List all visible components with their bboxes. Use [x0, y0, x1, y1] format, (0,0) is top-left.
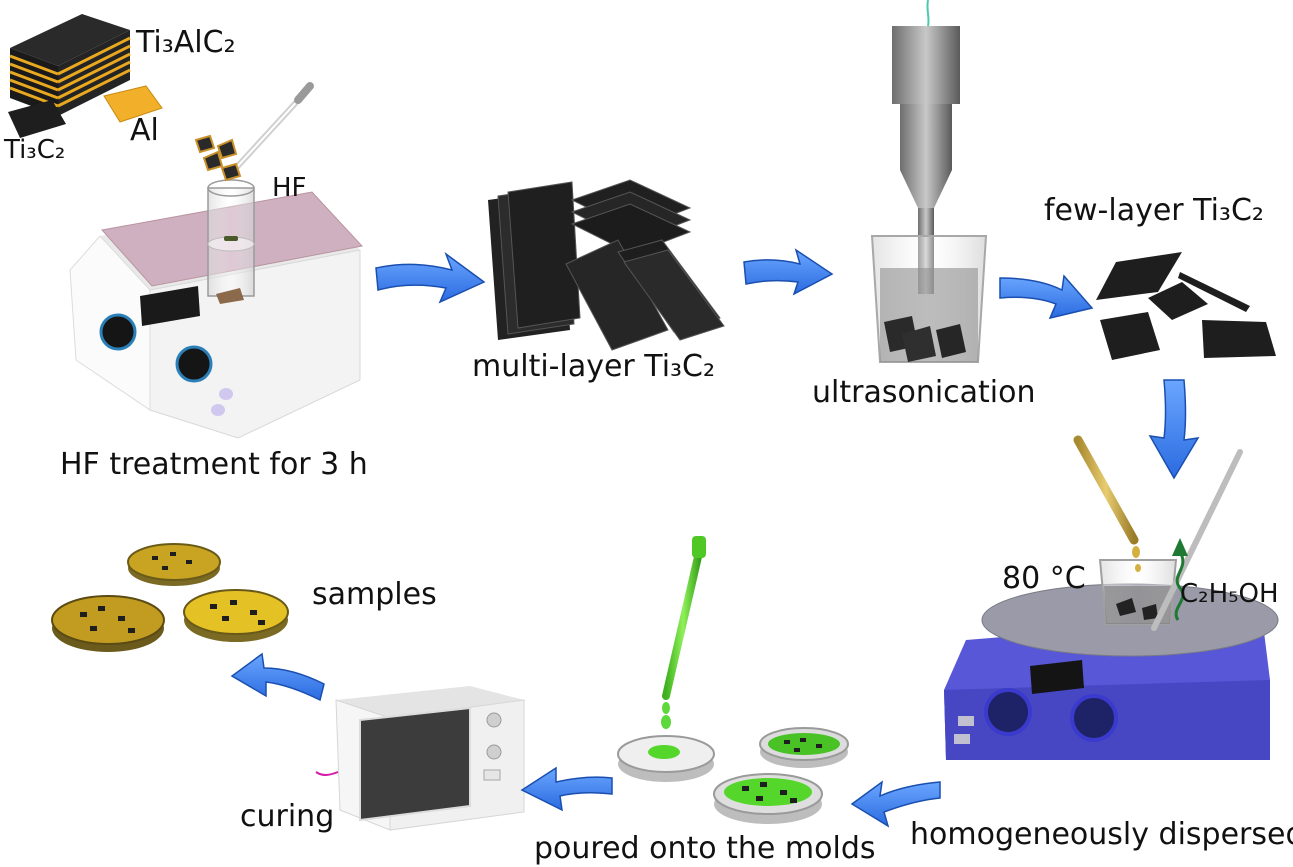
arrow-fewlayer-to-stirrer	[1148, 379, 1200, 480]
multi-layer-stacks	[488, 179, 725, 351]
arrow-hf-to-multilayer	[375, 251, 486, 304]
ti3c2-sheet-icon	[8, 100, 66, 138]
sample-disk-2	[51, 595, 165, 652]
sample-disk-1	[127, 543, 221, 586]
few-layer-sheets	[1096, 252, 1276, 360]
mold-1	[617, 735, 715, 782]
label-poured: poured onto the molds	[534, 831, 876, 866]
label-hf-treatment: HF treatment for 3 h	[60, 447, 368, 482]
stirring-rod	[1151, 449, 1243, 631]
label-al: Al	[130, 113, 159, 148]
al-sheet-icon	[103, 85, 163, 123]
arrow-stirrer-to-molds	[850, 780, 941, 828]
curing-oven	[315, 686, 525, 831]
label-few-layer: few-layer Ti₃C₂	[1044, 193, 1264, 228]
label-ti3alc2: Ti₃AlC₂	[135, 25, 236, 60]
hf-beaker	[207, 179, 255, 304]
arrow-oven-to-samples	[230, 652, 325, 702]
green-pipette	[661, 536, 706, 729]
label-ethanol: C₂H₅OH	[1180, 579, 1279, 609]
sample-disk-3	[183, 589, 289, 642]
label-ti3c2-small: Ti₃C₂	[3, 135, 65, 165]
label-temperature: 80 °C	[1002, 561, 1086, 596]
arrow-multilayer-to-ultrasonication	[743, 248, 834, 296]
magnetic-stirrer	[944, 583, 1279, 760]
arrow-ultrasonication-to-fewlayer	[999, 274, 1094, 320]
pipette	[233, 82, 314, 171]
label-hf: HF	[272, 173, 307, 203]
label-homogeneously-dispersed: homogeneously dispersed	[910, 817, 1293, 852]
mold-3	[713, 773, 823, 824]
falling-powder	[194, 134, 242, 182]
ethanol-vapor-arrow	[1172, 538, 1188, 621]
label-curing: curing	[240, 799, 334, 834]
label-ultrasonication: ultrasonication	[812, 375, 1036, 410]
label-multi-layer: multi-layer Ti₃C₂	[472, 349, 715, 384]
label-samples: samples	[312, 577, 437, 612]
mold-2	[759, 727, 849, 768]
ultrasonic-beaker	[870, 235, 988, 363]
gold-pipette	[1073, 435, 1141, 572]
stirrer-beaker	[1098, 559, 1178, 625]
arrow-molds-to-oven	[520, 766, 613, 812]
